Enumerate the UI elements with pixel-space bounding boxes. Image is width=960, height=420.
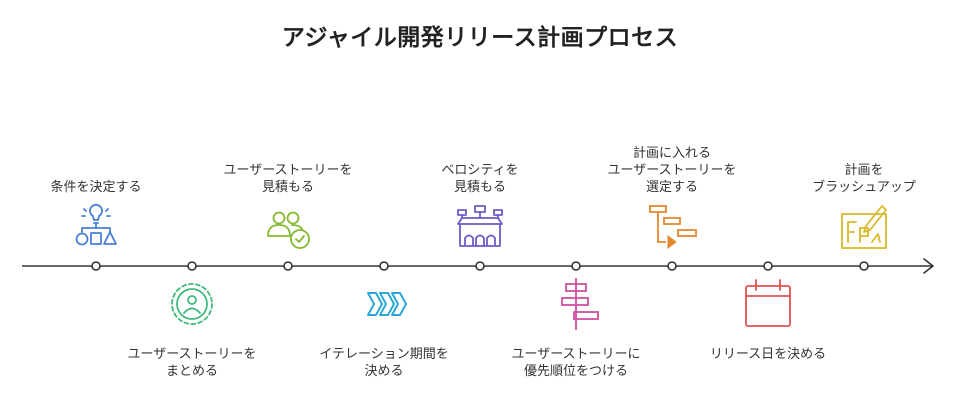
calendar-icon bbox=[745, 279, 791, 327]
step-label: 条件を決定する bbox=[6, 179, 186, 196]
timeline-node bbox=[763, 261, 773, 271]
gantt-icon bbox=[649, 205, 697, 249]
timeline-node bbox=[475, 261, 485, 271]
step-label-line: イテレーション期間を bbox=[319, 347, 449, 362]
step-label: リリース日を決める bbox=[678, 346, 858, 363]
step-label: ユーザーストーリーを見積もる bbox=[198, 162, 378, 196]
priority-bars-icon bbox=[561, 278, 599, 330]
triple-chevron-icon bbox=[367, 292, 407, 316]
flowchart-bulb-icon bbox=[75, 203, 117, 246]
timeline-node bbox=[379, 261, 389, 271]
step-label-line: ユーザーストーリーに bbox=[511, 347, 641, 362]
step-label-line: 見積もる bbox=[453, 180, 506, 195]
step-label-line: 計画に入れる bbox=[632, 146, 711, 161]
step-label-line: ユーザーストーリーを bbox=[607, 163, 737, 178]
timeline-node bbox=[283, 261, 293, 271]
step-label-line: 決める bbox=[364, 364, 404, 379]
step-label-line: ベロシティを bbox=[441, 163, 519, 178]
user-target-icon bbox=[171, 283, 213, 325]
timeline-node bbox=[859, 261, 869, 271]
diagram-title: アジャイル開発リリース計画プロセス bbox=[281, 25, 679, 51]
step-label: イテレーション期間を決める bbox=[294, 346, 474, 380]
step-label-line: ユーザーストーリーを bbox=[127, 347, 257, 362]
users-check-icon bbox=[267, 211, 310, 249]
step-label: ユーザーストーリーをまとめる bbox=[102, 346, 282, 380]
dashboard-structure-icon bbox=[457, 205, 503, 247]
step-label-line: リリース日を決める bbox=[709, 347, 827, 362]
edit-document-icon bbox=[841, 205, 887, 249]
timeline-node bbox=[571, 261, 581, 271]
timeline-axis bbox=[22, 258, 934, 274]
timeline-node bbox=[91, 261, 101, 271]
timeline-node bbox=[667, 261, 677, 271]
step-label-line: 条件を決定する bbox=[50, 180, 142, 195]
step-label-line: 見積もる bbox=[261, 180, 314, 195]
step-label: 計画をブラッシュアップ bbox=[774, 162, 954, 196]
step-label-line: 選定する bbox=[645, 180, 698, 195]
step-label-line: まとめる bbox=[165, 364, 218, 379]
timeline-arrow-icon bbox=[923, 258, 934, 274]
step-label: 計画に入れるユーザーストーリーを選定する bbox=[582, 145, 762, 196]
timeline-node bbox=[187, 261, 197, 271]
step-label: ベロシティを見積もる bbox=[390, 162, 570, 196]
step-label-line: ブラッシュアップ bbox=[812, 180, 916, 195]
step-label: ユーザーストーリーに優先順位をつける bbox=[486, 346, 666, 380]
step-label-line: 優先順位をつける bbox=[523, 364, 628, 379]
step-label-line: ユーザーストーリーを bbox=[223, 163, 353, 178]
step-label-line: 計画を bbox=[844, 163, 884, 178]
